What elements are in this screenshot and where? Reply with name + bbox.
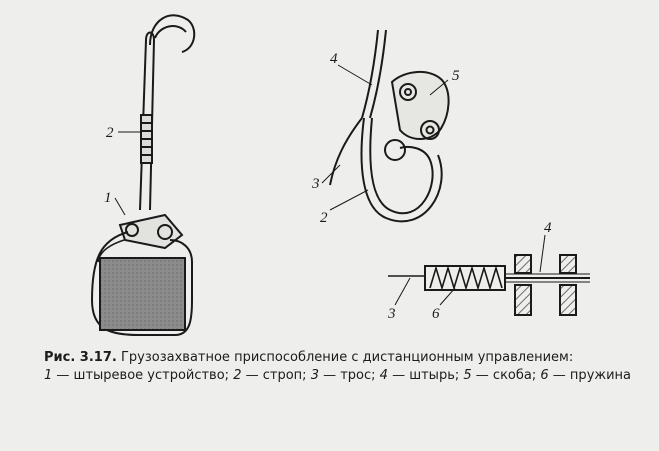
lug-bottom-right — [559, 284, 577, 316]
label-4-middle: 4 — [330, 51, 338, 67]
label-2-middle: 2 — [320, 210, 328, 226]
figure-drawing: 1 2 4 5 3 2 4 3 6 — [90, 14, 590, 336]
leader-4 — [337, 64, 373, 86]
top-hook-inner — [154, 25, 187, 39]
figure-caption: Рис. 3.17. Грузозахватное приспособление… — [44, 349, 644, 385]
caption-num-3: 3 — [310, 368, 319, 383]
caption-text-3: — трос; — [318, 368, 380, 383]
leader-5 — [429, 79, 449, 96]
caption-num-6: 6 — [540, 368, 549, 383]
spring — [429, 265, 503, 291]
caption-figure-number: Рис. 3.17. — [44, 350, 117, 365]
leader-2-middle — [329, 189, 369, 211]
sling-top — [145, 31, 155, 41]
caption-title: Грузозахватное приспособление с дистанци… — [120, 350, 574, 365]
label-6: 6 — [432, 306, 440, 322]
rope-upper-2 — [369, 29, 387, 119]
leader-3-right — [394, 277, 411, 306]
caption-text-6: — пружина — [548, 368, 632, 383]
middle-assembly — [321, 29, 450, 223]
leader-3-middle — [321, 164, 341, 184]
right-section — [388, 234, 590, 316]
caption-text-1: — штыревое устройство; — [52, 368, 234, 383]
caption-num-1: 1 — [44, 368, 53, 383]
figure-svg: 1 2 4 5 3 2 4 3 6 — [90, 14, 590, 336]
label-3-right: 3 — [387, 306, 396, 322]
middle-sling-loop — [369, 117, 434, 215]
caption-num-5: 5 — [463, 368, 472, 383]
lug-bottom-left — [514, 284, 532, 316]
label-4-right: 4 — [544, 220, 552, 236]
label-1: 1 — [104, 190, 112, 206]
label-5: 5 — [452, 68, 460, 84]
leader-4-right — [539, 234, 546, 273]
caption-num-4: 4 — [379, 368, 388, 383]
ring — [384, 139, 406, 161]
lug-top-right — [559, 254, 577, 274]
load-sling — [90, 231, 193, 336]
leader-6 — [439, 287, 456, 306]
bracket-hole-1 — [399, 83, 417, 101]
rope-3 — [329, 117, 363, 186]
label-2-left: 2 — [106, 125, 114, 141]
bracket-hole-2 — [420, 120, 440, 140]
leader-1 — [114, 197, 126, 216]
lug-top-left — [514, 254, 532, 274]
caption-text-5: — скоба; — [471, 368, 541, 383]
caption-text-4: — штырь; — [387, 368, 464, 383]
pin-device-hole-2 — [157, 224, 173, 240]
caption-num-2: 2 — [233, 368, 242, 383]
left-assembly — [90, 14, 196, 336]
top-hook — [149, 14, 196, 53]
rope-upper — [361, 29, 379, 119]
middle-sling-loop-2 — [360, 117, 443, 223]
caption-text-2: — строп; — [241, 368, 311, 383]
pin-device-hole-1 — [125, 223, 139, 237]
load-block — [99, 257, 186, 331]
label-3-middle: 3 — [311, 176, 320, 192]
